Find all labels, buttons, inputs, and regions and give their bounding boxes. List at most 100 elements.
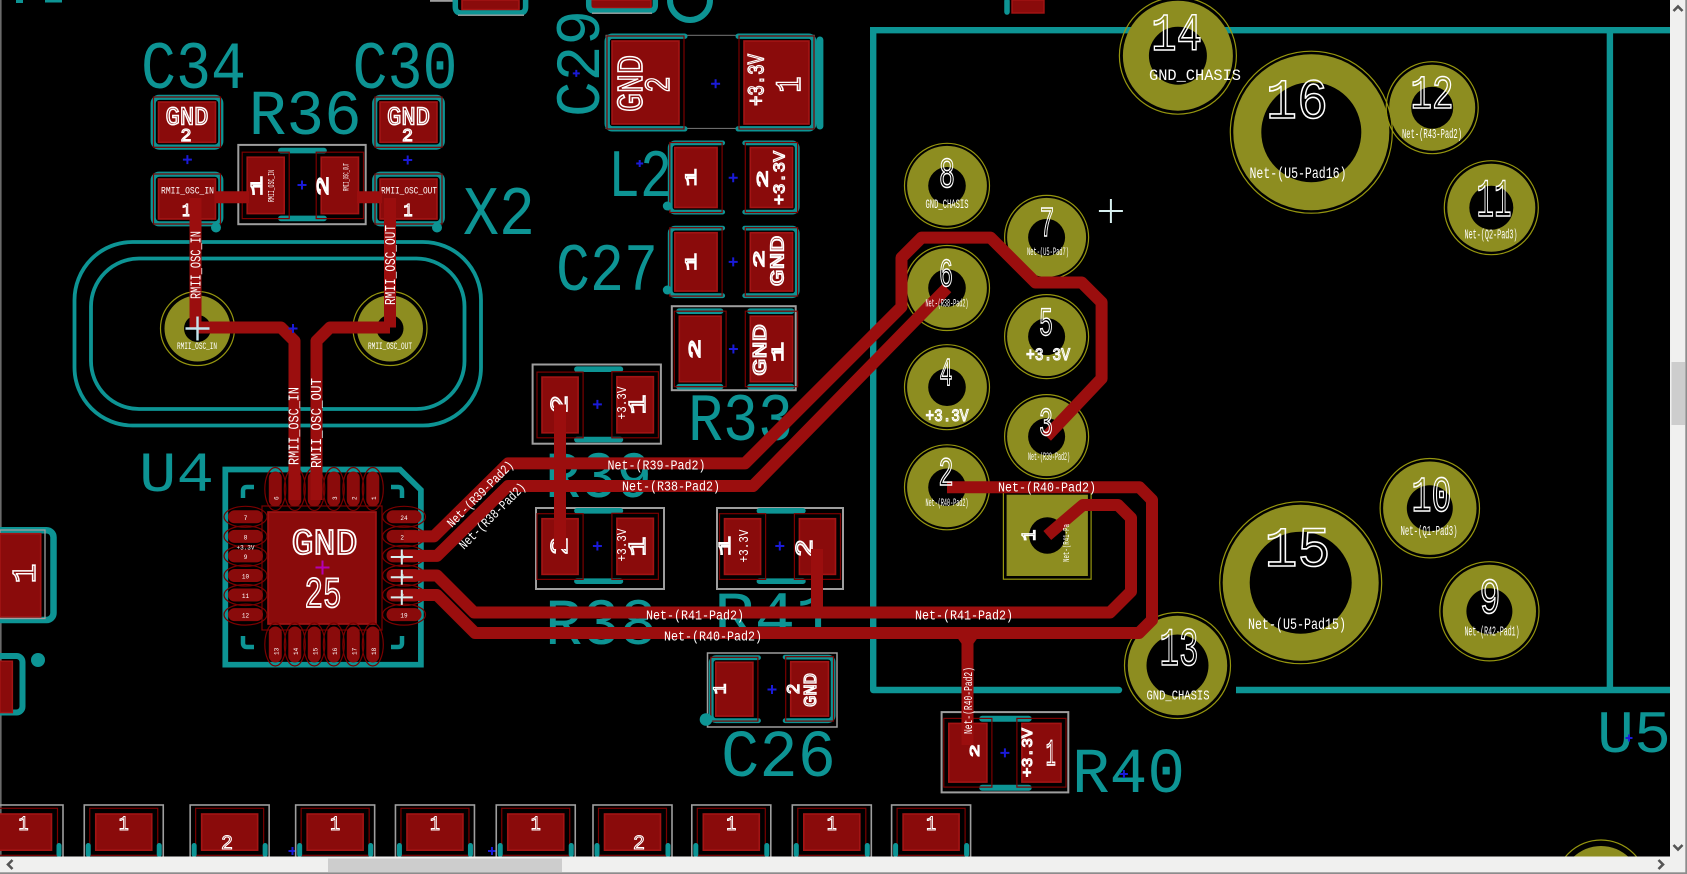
svg-text:U4: U4	[139, 445, 214, 509]
svg-text:1: 1	[1046, 735, 1056, 777]
svg-text:GND: GND	[802, 673, 822, 707]
svg-text:1: 1	[430, 814, 440, 837]
svg-text:24: 24	[400, 515, 408, 522]
svg-text:R40: R40	[1072, 740, 1185, 812]
svg-text:2: 2	[687, 339, 706, 359]
svg-text:2: 2	[785, 684, 805, 695]
svg-text:U5: U5	[1597, 703, 1671, 771]
svg-text:1: 1	[626, 395, 653, 415]
svg-text:15: 15	[312, 647, 319, 655]
svg-text:2: 2	[751, 250, 769, 268]
svg-text:6: 6	[939, 254, 953, 299]
svg-text:1: 1	[771, 77, 811, 93]
svg-text:2: 2	[351, 496, 358, 500]
svg-text:Net-(R41-Pad2): Net-(R41-Pad2)	[646, 610, 744, 625]
svg-text:GND: GND	[292, 524, 358, 565]
svg-text:RMII_OSC_IN: RMII_OSC_IN	[189, 231, 206, 299]
svg-text:11: 11	[242, 593, 250, 600]
svg-text:14: 14	[293, 647, 300, 655]
svg-text:2: 2	[402, 127, 413, 147]
svg-text:RMII_OSC_IN: RMII_OSC_IN	[287, 387, 304, 465]
svg-text:+3.3V: +3.3V	[772, 150, 791, 205]
svg-text:Net-(R39-Pad2): Net-(R39-Pad2)	[1028, 452, 1070, 464]
svg-text:1: 1	[531, 814, 541, 837]
svg-text:2: 2	[181, 127, 192, 147]
svg-text:3: 3	[1039, 403, 1053, 448]
svg-text:2: 2	[969, 744, 984, 757]
svg-text:Net-(U5-Pad16): Net-(U5-Pad16)	[1250, 165, 1347, 183]
svg-text:GND: GND	[750, 324, 772, 376]
svg-text:RMII_OSC_OUT: RMII_OSC_OUT	[381, 186, 437, 198]
svg-text:Net-(R41-Pa: Net-(R41-Pa	[1062, 524, 1072, 562]
svg-text:17: 17	[351, 647, 358, 655]
svg-text:13: 13	[1160, 621, 1199, 682]
svg-text:R38: R38	[545, 589, 657, 664]
svg-text:7: 7	[1040, 200, 1055, 249]
svg-text:+3.3V: +3.3V	[615, 528, 631, 561]
svg-text:1: 1	[119, 814, 129, 837]
svg-text:2: 2	[315, 176, 334, 196]
svg-text:8: 8	[244, 534, 248, 541]
svg-text:9: 9	[1480, 572, 1501, 629]
svg-text:2: 2	[755, 170, 773, 188]
svg-text:1: 1	[770, 342, 789, 362]
svg-text:RMII_OSC_OUT: RMII_OSC_OUT	[368, 342, 412, 353]
svg-text:8: 8	[939, 151, 955, 200]
svg-text:10: 10	[242, 574, 250, 581]
svg-text:1: 1	[712, 684, 732, 695]
svg-text:GND_CHASIS: GND_CHASIS	[1149, 67, 1241, 85]
svg-text:16: 16	[332, 647, 339, 655]
svg-text:9: 9	[244, 554, 248, 561]
svg-text:2: 2	[640, 77, 680, 93]
svg-text:7: 7	[244, 515, 248, 522]
svg-text:+3.3V: +3.3V	[615, 386, 631, 419]
svg-text:+3.3V: +3.3V	[1020, 728, 1037, 777]
svg-text:GND: GND	[387, 103, 430, 133]
svg-text:10: 10	[1412, 470, 1452, 527]
svg-text:14: 14	[1151, 6, 1202, 66]
svg-text:+3.3V: +3.3V	[236, 545, 254, 552]
svg-text:15: 15	[1265, 520, 1331, 584]
svg-text:Net-(Q1-Pad3): Net-(Q1-Pad3)	[1401, 524, 1458, 540]
svg-text:16: 16	[1266, 72, 1328, 136]
svg-text:R33: R33	[688, 384, 793, 461]
svg-text:Net-(R40-Pad2): Net-(R40-Pad2)	[926, 498, 969, 510]
svg-text:GND_CHASIS: GND_CHASIS	[1147, 690, 1210, 705]
svg-text:1: 1	[8, 564, 45, 584]
svg-text:1: 1	[19, 814, 29, 837]
svg-text:Net-(Q2-Pad3): Net-(Q2-Pad3)	[1465, 228, 1518, 244]
svg-text:+3.3V: +3.3V	[745, 54, 771, 106]
svg-text:3: 3	[332, 496, 339, 500]
svg-text:Net-(R41-Pad2): Net-(R41-Pad2)	[915, 610, 1013, 625]
svg-text:2: 2	[633, 833, 645, 856]
svg-text:Net-(R40-Pad2): Net-(R40-Pad2)	[664, 631, 762, 646]
svg-text:+3.3V: +3.3V	[1026, 346, 1070, 366]
svg-text:1: 1	[1019, 530, 1041, 541]
svg-text:C26: C26	[721, 721, 836, 797]
svg-text:1: 1	[404, 202, 413, 222]
svg-text:2: 2	[221, 833, 233, 856]
svg-text:X2: X2	[463, 177, 535, 256]
svg-text:1: 1	[683, 169, 701, 187]
svg-text:RMII_OSC_OUT: RMII_OSC_OUT	[309, 378, 326, 468]
svg-text:1: 1	[330, 814, 340, 837]
svg-text:6: 6	[273, 496, 280, 500]
svg-text:RMII_OSC_IN: RMII_OSC_IN	[267, 170, 277, 202]
svg-text:Net-(R43-Pad2): Net-(R43-Pad2)	[1402, 127, 1462, 143]
svg-text:L2: L2	[608, 140, 672, 217]
svg-text:13: 13	[273, 647, 280, 655]
svg-text:11: 11	[1477, 172, 1512, 233]
svg-text:Net-(R39-Pad2): Net-(R39-Pad2)	[608, 460, 706, 475]
svg-text:RMII_OSC_IN: RMII_OSC_IN	[161, 186, 214, 198]
svg-text:R36: R36	[249, 82, 362, 154]
svg-text:12: 12	[242, 613, 250, 620]
svg-text:GND: GND	[166, 103, 209, 133]
svg-text:Net-(R40-Pad2): Net-(R40-Pad2)	[998, 482, 1096, 497]
svg-text:1: 1	[926, 814, 936, 837]
svg-text:+3.3V: +3.3V	[737, 529, 753, 562]
svg-text:1: 1	[182, 202, 191, 222]
svg-text:25: 25	[305, 571, 342, 621]
svg-text:Net-(R40-Pad2): Net-(R40-Pad2)	[963, 667, 976, 734]
svg-text:18: 18	[371, 647, 378, 655]
svg-text:Net-(U5-Pad15): Net-(U5-Pad15)	[1248, 616, 1346, 634]
